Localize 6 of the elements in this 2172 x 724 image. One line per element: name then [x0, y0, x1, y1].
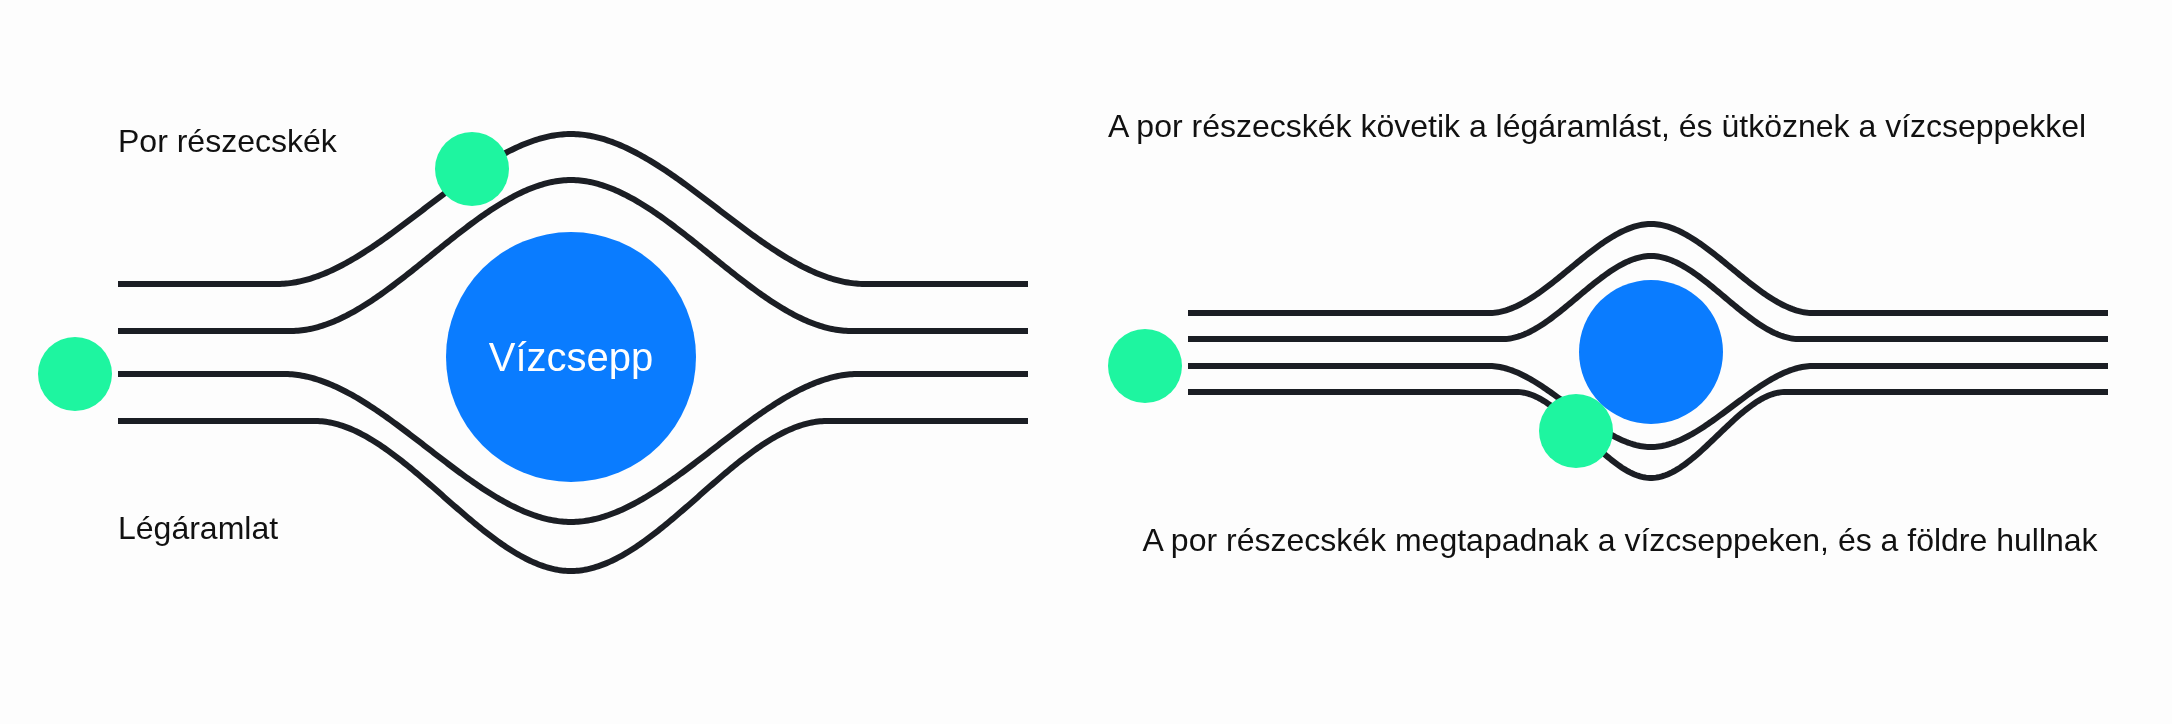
droplet-label: Vízcsepp: [488, 334, 654, 380]
part-label: Légáramlat: [118, 510, 279, 547]
caption-text: A por részecskék megtapadnak a vízcseppeken, és a földre hullnak: [1142, 522, 2098, 559]
water-droplet-circle: [1579, 280, 1723, 424]
caption-text: A por részecskék követik a légáramlást, és ütköznek a vízcseppekkel: [1107, 108, 2087, 145]
part-label: Por részecskék: [118, 123, 337, 160]
